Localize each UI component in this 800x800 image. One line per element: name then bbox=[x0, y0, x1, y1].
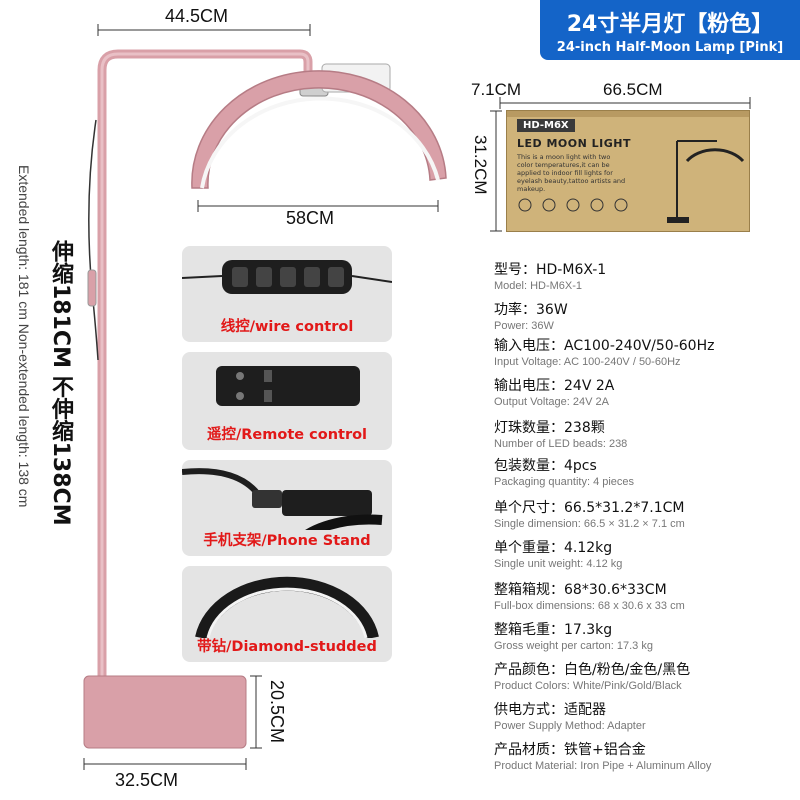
spec-cn: 产品颜色：白色/粉色/金色/黑色 bbox=[494, 662, 691, 678]
spec-cn: 功率：36W bbox=[494, 302, 568, 318]
phone-stand-image bbox=[182, 468, 383, 553]
spec-en: Power: 36W bbox=[494, 320, 554, 332]
box-lamp-icon bbox=[667, 140, 745, 223]
box-desc: This is a moon light with two color temp… bbox=[517, 153, 626, 193]
box-lid bbox=[507, 111, 749, 117]
spec-en: Gross weight per carton: 17.3 kg bbox=[494, 640, 653, 652]
spec-en: Input Voltage: AC 100-240V / 50-60Hz bbox=[494, 356, 681, 368]
spec-en: Single unit weight: 4.12 kg bbox=[494, 558, 623, 570]
spec-cn: 产品材质：铁管+铝合金 bbox=[494, 742, 646, 758]
base-width-label: 32.5CM bbox=[115, 770, 179, 790]
spec-en: Model: HD-M6X-1 bbox=[494, 280, 583, 292]
lamp-width-label: 58CM bbox=[286, 208, 335, 228]
spec-cn: 整箱毛重：17.3kg bbox=[494, 622, 613, 638]
spec-item: 功率：36W Power: 36W bbox=[494, 302, 794, 333]
box-depth-label: 7.1CM bbox=[471, 80, 522, 99]
spec-item: 灯珠数量：238颗 Number of LED beads: 238 bbox=[494, 420, 794, 451]
spec-cn: 型号：HD-M6X-1 bbox=[494, 262, 607, 278]
box-height-label: 31.2CM bbox=[471, 135, 490, 195]
title-cn: 24寸半月灯【粉色】 bbox=[566, 12, 774, 37]
feature-label: 手机支架/Phone Stand bbox=[203, 533, 371, 549]
spec-cn: 输入电压：AC100-240V/50-60Hz bbox=[494, 338, 715, 354]
box-dimension-lines bbox=[490, 97, 751, 232]
feature-card-remote-control: 遥控/Remote control bbox=[182, 352, 392, 450]
product-box: HD-M6X LED MOON LIGHT This is a moon lig… bbox=[506, 110, 750, 232]
spec-cn: 单个尺寸：66.5*31.2*7.1CM bbox=[494, 500, 685, 516]
spec-cn: 灯珠数量：238颗 bbox=[494, 420, 605, 436]
spec-cn: 包装数量：4pcs bbox=[494, 458, 597, 474]
diamond-studded-image bbox=[195, 576, 379, 640]
box-name: LED MOON LIGHT bbox=[517, 137, 632, 150]
spec-en: Output Voltage: 24V 2A bbox=[494, 396, 609, 408]
length-info-cn: 伸缩181CM 不伸缩138CM bbox=[48, 240, 73, 526]
base-height-label: 20.5CM bbox=[267, 680, 287, 744]
spec-en: Single dimension: 66.5 × 31.2 × 7.1 cm bbox=[494, 518, 685, 530]
feature-label: 带钻/Diamond-studded bbox=[197, 639, 377, 655]
box-model: HD-M6X bbox=[517, 119, 575, 132]
box-width-label: 66.5CM bbox=[603, 80, 663, 99]
box-feature-icons bbox=[518, 198, 628, 212]
spec-en: Product Colors: White/Pink/Gold/Black bbox=[494, 680, 682, 692]
feature-card-diamond: 带钻/Diamond-studded bbox=[182, 566, 392, 662]
feature-label: 线控/wire control bbox=[220, 319, 354, 335]
spec-item: 产品材质：铁管+铝合金 Product Material: Iron Pipe +… bbox=[494, 742, 794, 773]
feature-label: 遥控/Remote control bbox=[206, 427, 368, 443]
spec-cn: 供电方式：适配器 bbox=[494, 702, 606, 718]
spec-en: Power Supply Method: Adapter bbox=[494, 720, 646, 732]
length-info-en: Extended length: 181 cm Non-extended len… bbox=[16, 165, 32, 508]
spec-cn: 单个重量：4.12kg bbox=[494, 540, 613, 556]
feature-card-phone-stand: 手机支架/Phone Stand bbox=[182, 460, 392, 556]
spec-item: 供电方式：适配器 Power Supply Method: Adapter bbox=[494, 702, 794, 733]
title-en: 24-inch Half-Moon Lamp [Pink] bbox=[556, 40, 784, 55]
spec-en: Full-box dimensions: 68 x 30.6 x 33 cm bbox=[494, 600, 685, 612]
top-width-label: 44.5CM bbox=[165, 6, 229, 26]
spec-item: 整箱箱规：68*30.6*33CM Full-box dimensions: 68… bbox=[494, 582, 794, 613]
spec-item: 输出电压：24V 2A Output Voltage: 24V 2A bbox=[494, 378, 794, 409]
spec-item: 单个尺寸：66.5*31.2*7.1CM Single dimension: 66… bbox=[494, 500, 794, 531]
spec-cn: 输出电压：24V 2A bbox=[494, 378, 615, 394]
spec-cn: 整箱箱规：68*30.6*33CM bbox=[494, 582, 667, 598]
title-banner: 24寸半月灯【粉色】 24-inch Half-Moon Lamp [Pink] bbox=[540, 0, 800, 60]
feature-card-wire-control: 线控/wire control bbox=[182, 246, 392, 342]
spec-item: 产品颜色：白色/粉色/金色/黑色 Product Colors: White/Pi… bbox=[494, 662, 794, 693]
spec-en: Number of LED beads: 238 bbox=[494, 438, 628, 450]
remote-control-image bbox=[216, 366, 360, 406]
wire-control-image bbox=[182, 260, 392, 294]
spec-en: Product Material: Iron Pipe + Aluminum A… bbox=[494, 760, 712, 772]
lamp-illustration bbox=[83, 24, 447, 770]
spec-en: Packaging quantity: 4 pieces bbox=[494, 476, 635, 488]
